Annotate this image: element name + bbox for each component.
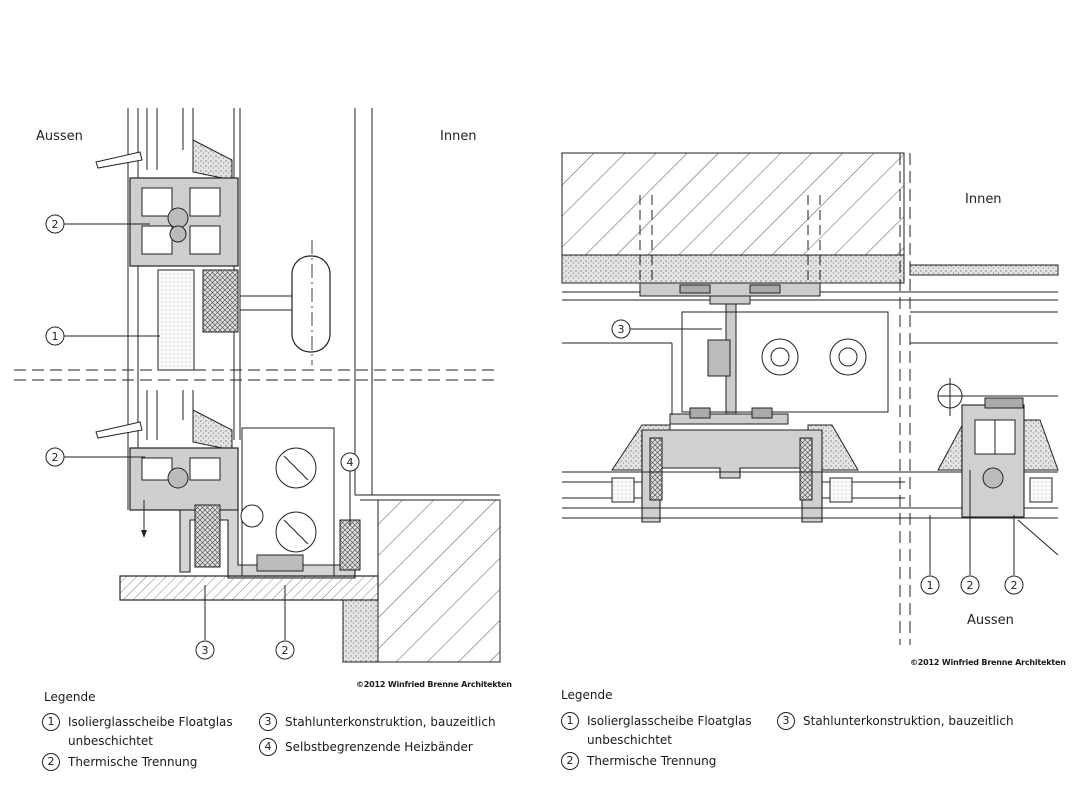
legend-text: Isolierglasscheibe Floatglas: [587, 714, 752, 728]
left-legend-item-1: 1 Isolierglasscheibe Floatglas unbeschicht…: [42, 713, 233, 751]
left-callouts: 2 1 2 4 3 2: [45, 214, 360, 660]
left-legend-item-3: 3 Stahlunterkonstruktion, bauzeitlich: [259, 713, 496, 732]
right-callouts: 3 1 2 2: [611, 319, 1024, 595]
legend-number: 3: [259, 713, 277, 731]
callout-right-2: 1: [927, 579, 934, 592]
legend-text: Selbstbegrenzende Heizbänder: [285, 740, 473, 754]
legend-number: 2: [561, 752, 579, 770]
legend-number: 1: [561, 712, 579, 730]
legend-text: Isolierglasscheibe Floatglas: [68, 715, 233, 729]
right-label-outside: Aussen: [967, 613, 1014, 628]
left-legend-item-4: 4 Selbstbegrenzende Heizbänder: [259, 738, 473, 757]
callout-left-2: 1: [52, 330, 59, 343]
legend-number: 1: [42, 713, 60, 731]
legend-number: 3: [777, 712, 795, 730]
right-legend-item-1: 1 Isolierglasscheibe Floatglas unbeschicht…: [561, 712, 752, 750]
legend-text-2: unbeschichtet: [68, 734, 153, 748]
right-legend-item-3: 3 Stahlunterkonstruktion, bauzeitlich: [777, 712, 1014, 731]
legend-text: Stahlunterkonstruktion, bauzeitlich: [803, 714, 1014, 728]
callout-left-4: 4: [347, 456, 354, 469]
callout-left-1: 2: [52, 218, 59, 231]
right-legend-item-2: 2 Thermische Trennung: [561, 752, 716, 771]
left-legend-title: Legende: [44, 690, 96, 704]
legend-text: Stahlunterkonstruktion, bauzeitlich: [285, 715, 496, 729]
right-legend-title: Legende: [561, 688, 613, 702]
callout-right-1: 3: [618, 323, 625, 336]
legend-text-2: unbeschichtet: [587, 733, 672, 747]
left-legend-item-2: 2 Thermische Trennung: [42, 753, 197, 772]
legend-number: 4: [259, 738, 277, 756]
callout-right-4: 2: [1011, 579, 1018, 592]
callout-left-3: 2: [52, 451, 59, 464]
legend-text: Thermische Trennung: [587, 754, 717, 768]
callout-left-5: 3: [202, 644, 209, 657]
legend-number: 2: [42, 753, 60, 771]
left-copyright: ©2012 Winfried Brenne Architekten: [356, 680, 512, 689]
callout-left-6: 2: [282, 644, 289, 657]
right-copyright: ©2012 Winfried Brenne Architekten: [910, 658, 1066, 667]
right-section-drawing: [561, 152, 1059, 645]
callout-right-3: 2: [967, 579, 974, 592]
left-section-drawing: [14, 108, 501, 663]
left-label-outside: Aussen: [36, 129, 83, 144]
left-label-inside: Innen: [440, 129, 477, 144]
right-label-inside: Innen: [965, 192, 1002, 207]
legend-text: Thermische Trennung: [68, 755, 198, 769]
